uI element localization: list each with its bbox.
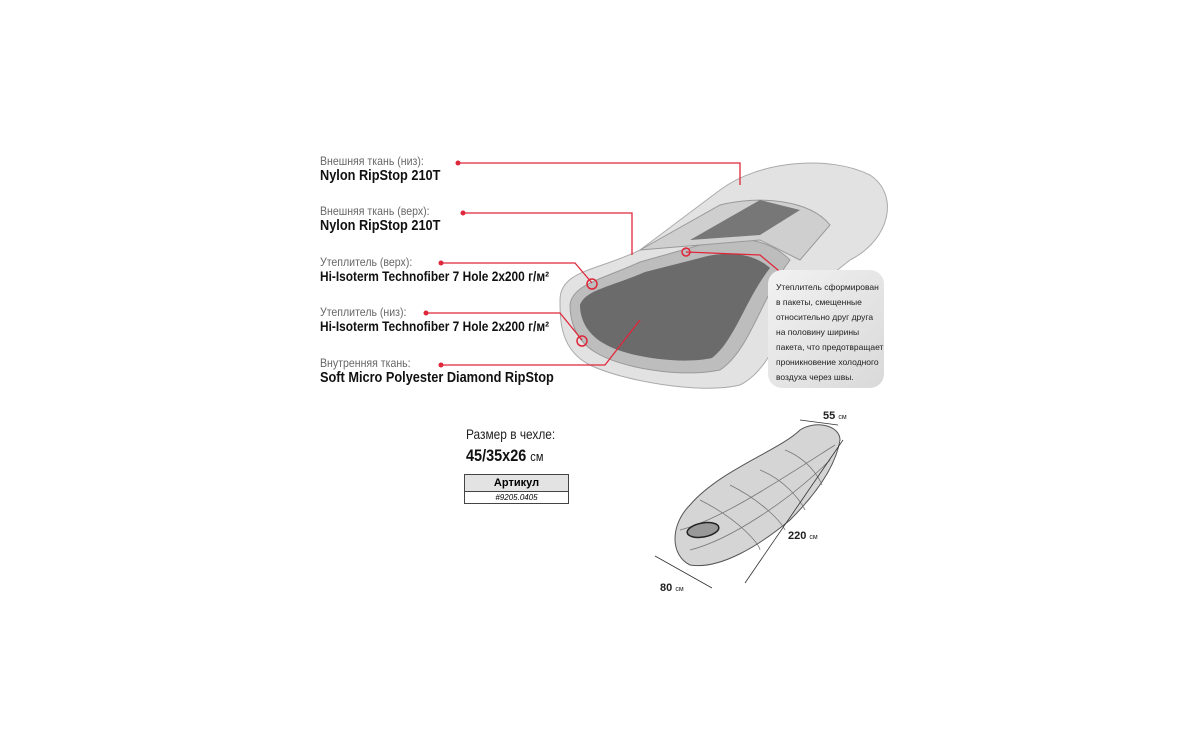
layer-insulation-top: Утеплитель (верх): Hi-Isoterm Technofibe… — [320, 256, 590, 283]
callout-rings — [576, 247, 691, 347]
dim-value: 80 — [660, 582, 673, 594]
dim-value: 220 — [788, 530, 807, 542]
dimension-length: 220 см — [788, 530, 818, 542]
layer-inner: Внутренняя ткань: Soft Micro Polyester D… — [320, 357, 595, 385]
dim-unit: см — [838, 414, 847, 421]
layer-outer-bottom: Внешняя ткань (низ): Nylon RipStop 210T — [320, 155, 462, 183]
callout-lines — [426, 162, 791, 366]
insulation-note: Утеплитель сформирован в пакеты, смещенн… — [768, 270, 884, 388]
layer-material: Hi-Isoterm Technofiber 7 Hole 2x200 г/м² — [320, 267, 550, 284]
article-header: Артикул — [464, 474, 569, 492]
dimension-foot: 55 см — [823, 410, 847, 422]
layer-label: Внешняя ткань (низ): — [320, 154, 424, 168]
dim-value: 55 — [823, 410, 836, 422]
layer-label: Утеплитель (низ): — [320, 305, 407, 319]
packed-size-number: 45/35x26 — [466, 446, 527, 465]
layer-material: Nylon RipStop 210T — [320, 166, 441, 184]
dimension-lines — [654, 419, 844, 589]
dimension-shoulder: 80 см — [660, 582, 684, 594]
packed-size-unit: см — [530, 449, 544, 464]
dim-unit: см — [809, 534, 818, 541]
layer-material: Hi-Isoterm Technofiber 7 Hole 2x200 г/м² — [320, 317, 550, 334]
dim-unit: см — [675, 586, 684, 593]
layer-material: Soft Micro Polyester Diamond RipStop — [320, 368, 554, 386]
layer-outer-top: Внешняя ткань (верх): Nylon RipStop 210T — [320, 205, 462, 233]
layer-label: Внутренняя ткань: — [320, 356, 411, 370]
packed-size-value: 45/35x26 см — [466, 446, 543, 466]
packed-size-label: Размер в чехле: — [466, 426, 556, 442]
layer-label: Внешняя ткань (верх): — [320, 204, 430, 218]
layer-label: Утеплитель (верх): — [320, 255, 413, 269]
article-value: #9205.0405 — [464, 491, 569, 504]
layer-material: Nylon RipStop 210T — [320, 216, 441, 234]
mummy-bag-illustration — [674, 424, 841, 567]
layer-insulation-bottom: Утеплитель (низ): Hi-Isoterm Technofiber… — [320, 306, 590, 333]
article-table: Артикул #9205.0405 — [464, 474, 569, 504]
